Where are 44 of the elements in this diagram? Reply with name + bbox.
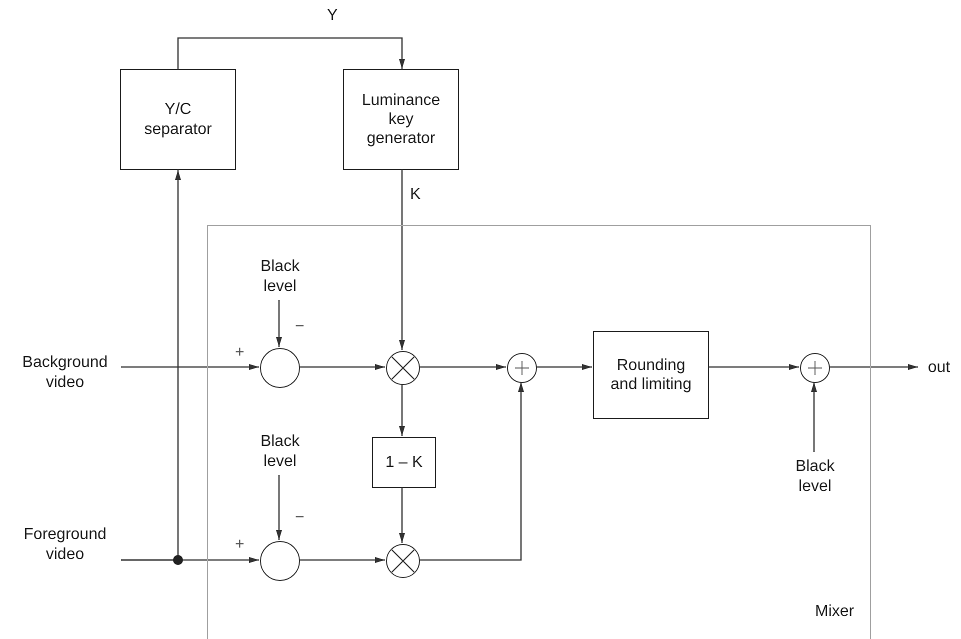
box-label: Y/C separator: [143, 100, 213, 139]
box-label: Luminance key generator: [360, 90, 442, 148]
subtractor-circle: [260, 541, 300, 581]
arrow: [399, 384, 405, 436]
signal-label: Black level: [780, 453, 850, 501]
sign-label: +: [235, 345, 244, 361]
subtractor-circle: [260, 348, 300, 388]
signal-label: out: [918, 356, 960, 380]
arrow: [121, 364, 259, 370]
frame-label: Mixer: [815, 604, 854, 620]
box-label: 1 – K: [385, 452, 423, 472]
arrow: [121, 557, 259, 563]
edge-label: K: [410, 187, 421, 203]
arrow: [299, 557, 385, 563]
arrow: [276, 300, 282, 347]
arrow: [177, 37, 405, 69]
arrow: [811, 382, 817, 452]
process-box: [593, 331, 709, 419]
arrow: [399, 170, 405, 350]
arrow: [419, 364, 506, 370]
signal-label: Black level: [245, 253, 315, 301]
arrow: [419, 382, 524, 561]
box-label: Rounding and limiting: [610, 356, 692, 394]
arrow: [829, 364, 918, 370]
process-box: [343, 69, 459, 170]
sign-label: −: [295, 510, 304, 526]
arrow: [276, 475, 282, 540]
process-box: [372, 437, 436, 488]
signal-label: Black level: [245, 428, 315, 476]
mixer-frame: [207, 225, 871, 639]
multiplier-circle: [386, 544, 420, 578]
edge-label: Y: [327, 8, 338, 24]
multiplier-circle: [386, 351, 420, 385]
adder-circle: [507, 353, 537, 383]
arrow: [399, 487, 405, 543]
signal-label: Background video: [9, 350, 121, 396]
process-box: [120, 69, 236, 170]
sign-label: −: [295, 319, 304, 335]
arrow: [299, 364, 385, 370]
signal-label: Foreground video: [9, 522, 121, 568]
arrow: [708, 364, 799, 370]
sign-label: +: [235, 537, 244, 553]
adder-circle: [800, 353, 830, 383]
arrow: [536, 364, 592, 370]
